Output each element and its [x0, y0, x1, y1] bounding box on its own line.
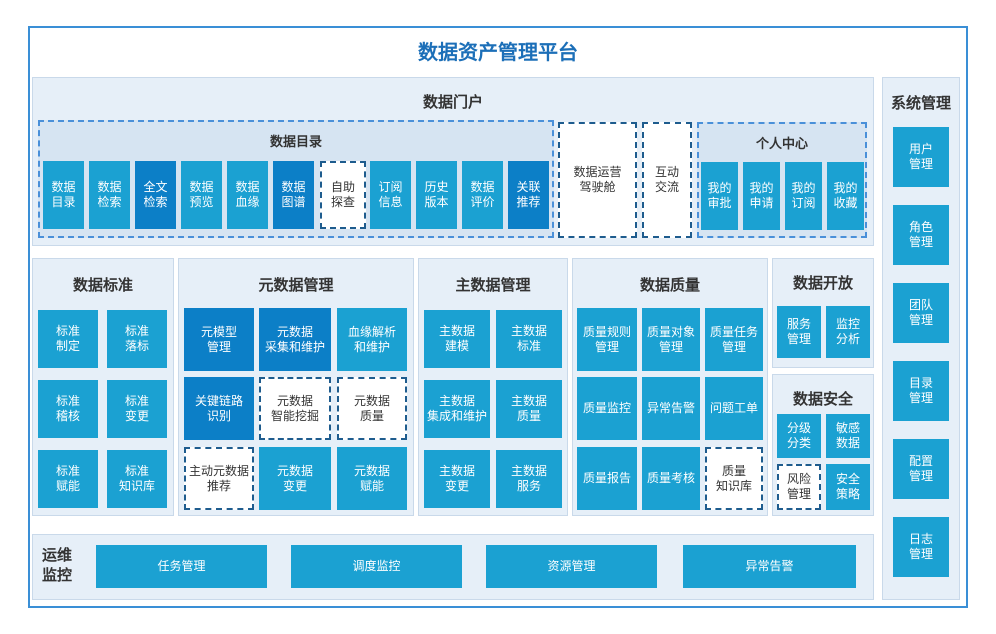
master-service[interactable]: 主数据 服务 — [496, 450, 562, 508]
security-sensitive-data[interactable]: 敏感 数据 — [826, 414, 870, 458]
catalog-item-history-version[interactable]: 历史 版本 — [416, 161, 457, 229]
open-monitor-analysis[interactable]: 监控 分析 — [826, 306, 870, 358]
master-integrate-maintain[interactable]: 主数据 集成和维护 — [424, 380, 490, 438]
standards-landing[interactable]: 标准 落标 — [107, 310, 167, 368]
master-modeling[interactable]: 主数据 建模 — [424, 310, 490, 368]
ops-exception-alert[interactable]: 异常告警 — [683, 545, 856, 588]
catalog-item-data-graph[interactable]: 数据 图谱 — [273, 161, 314, 229]
system-config-manage[interactable]: 配置 管理 — [893, 439, 949, 499]
personal-my-favorites[interactable]: 我的 收藏 — [827, 162, 864, 230]
quality-knowledge-base[interactable]: 质量 知识库 — [705, 447, 763, 510]
security-classify[interactable]: 分级 分类 — [777, 414, 821, 458]
security-title: 数据安全 — [792, 391, 853, 408]
open-title: 数据开放 — [792, 275, 853, 292]
quality-monitor[interactable]: 质量监控 — [577, 377, 637, 440]
system-user-manage[interactable]: 用户 管理 — [893, 127, 949, 187]
platform-title: 数据资产管理平台 — [418, 42, 578, 64]
metadata-change[interactable]: 元数据 变更 — [259, 447, 331, 510]
master-title: 主数据管理 — [455, 277, 531, 294]
personal-center-title: 个人中心 — [755, 136, 808, 151]
standards-title: 数据标准 — [72, 277, 133, 294]
personal-my-subscription[interactable]: 我的 订阅 — [785, 162, 822, 230]
metadata-lineage-parse[interactable]: 血缘解析 和维护 — [337, 308, 407, 371]
metadata-enable[interactable]: 元数据 赋能 — [337, 447, 407, 510]
catalog-item-related-recommend[interactable]: 关联 推荐 — [508, 161, 549, 229]
metadata-meta-model[interactable]: 元模型 管理 — [184, 308, 254, 371]
security-risk-manage[interactable]: 风险 管理 — [777, 464, 821, 510]
catalog-item-data-rating[interactable]: 数据 评价 — [462, 161, 503, 229]
catalog-item-data-lineage[interactable]: 数据 血缘 — [227, 161, 268, 229]
standards-audit[interactable]: 标准 稽核 — [38, 380, 98, 438]
quality-object-manage[interactable]: 质量对象 管理 — [642, 308, 700, 371]
interaction-exchange[interactable]: 互动 交流 — [642, 122, 692, 238]
catalog-item-data-preview[interactable]: 数据 预览 — [181, 161, 222, 229]
quality-rule-manage[interactable]: 质量规则 管理 — [577, 308, 637, 371]
metadata-collect-maintain[interactable]: 元数据 采集和维护 — [259, 308, 331, 371]
quality-task-manage[interactable]: 质量任务 管理 — [705, 308, 763, 371]
system-title: 系统管理 — [890, 95, 951, 112]
standards-knowledge-base[interactable]: 标准 知识库 — [107, 450, 167, 508]
portal-title: 数据门户 — [422, 94, 483, 111]
personal-my-application[interactable]: 我的 申请 — [743, 162, 780, 230]
metadata-title: 元数据管理 — [258, 277, 334, 294]
catalog-item-fulltext-search[interactable]: 全文 检索 — [135, 161, 176, 229]
catalog-item-data-search[interactable]: 数据 检索 — [89, 161, 130, 229]
master-change[interactable]: 主数据 变更 — [424, 450, 490, 508]
quality-issue-ticket[interactable]: 问题工单 — [705, 377, 763, 440]
standards-enable[interactable]: 标准 赋能 — [38, 450, 98, 508]
standards-define[interactable]: 标准 制定 — [38, 310, 98, 368]
master-quality[interactable]: 主数据 质量 — [496, 380, 562, 438]
quality-report[interactable]: 质量报告 — [577, 447, 637, 510]
metadata-smart-mining[interactable]: 元数据 智能挖掘 — [259, 377, 331, 440]
quality-title: 数据质量 — [639, 277, 700, 294]
metadata-key-path[interactable]: 关键链路 识别 — [184, 377, 254, 440]
catalog-title: 数据目录 — [269, 134, 322, 149]
system-role-manage[interactable]: 角色 管理 — [893, 205, 949, 265]
standards-change[interactable]: 标准 变更 — [107, 380, 167, 438]
system-catalog-manage[interactable]: 目录 管理 — [893, 361, 949, 421]
ops-cockpit[interactable]: 数据运营 驾驶舱 — [558, 122, 637, 238]
catalog-item-self-explore[interactable]: 自助 探查 — [320, 161, 366, 229]
catalog-item-data-catalog[interactable]: 数据 目录 — [43, 161, 84, 229]
personal-my-approval[interactable]: 我的 审批 — [701, 162, 738, 230]
ops-task-manage[interactable]: 任务管理 — [96, 545, 267, 588]
system-log-manage[interactable]: 日志 管理 — [893, 517, 949, 577]
ops-resource-manage[interactable]: 资源管理 — [486, 545, 657, 588]
master-standard[interactable]: 主数据 标准 — [496, 310, 562, 368]
catalog-item-subscription-info[interactable]: 订阅 信息 — [370, 161, 411, 229]
quality-assessment[interactable]: 质量考核 — [642, 447, 700, 510]
system-team-manage[interactable]: 团队 管理 — [893, 283, 949, 343]
metadata-active-recommend[interactable]: 主动元数据 推荐 — [184, 447, 254, 510]
security-policy[interactable]: 安全 策略 — [826, 464, 870, 510]
ops-schedule-monitor[interactable]: 调度监控 — [291, 545, 462, 588]
metadata-quality[interactable]: 元数据 质量 — [337, 377, 407, 440]
open-service-manage[interactable]: 服务 管理 — [777, 306, 821, 358]
ops-title: 运维 监控 — [42, 547, 73, 584]
quality-exception-alert[interactable]: 异常告警 — [642, 377, 700, 440]
